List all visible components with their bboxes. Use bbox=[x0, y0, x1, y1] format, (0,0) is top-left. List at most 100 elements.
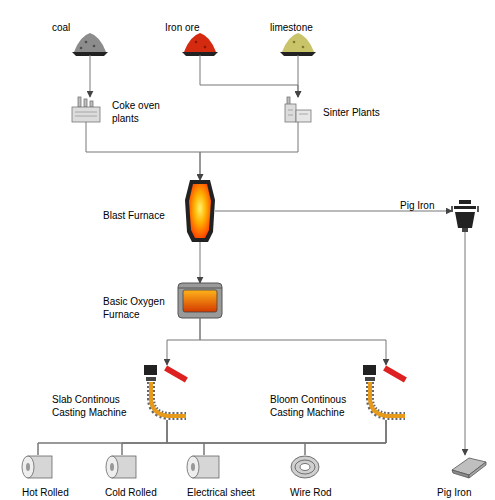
caster-rollers bbox=[151, 382, 186, 416]
flow-connector bbox=[122, 420, 386, 455]
ladle-icon bbox=[452, 200, 478, 232]
node-label: Blast Furnace bbox=[103, 209, 165, 222]
coil-end bbox=[106, 456, 118, 478]
flow-connector bbox=[167, 318, 200, 365]
plant-node: Bloom Continous Casting Machine bbox=[362, 365, 410, 420]
flow-connector bbox=[200, 122, 298, 180]
furnace-shell bbox=[185, 180, 215, 242]
hot-rolled-coil-icon bbox=[22, 456, 52, 478]
chimney bbox=[90, 101, 93, 107]
sinter-plant-icon bbox=[285, 97, 311, 122]
ladle-nozzle bbox=[462, 228, 468, 232]
pig-iron-ingot-icon bbox=[452, 458, 486, 478]
flow-connector bbox=[465, 232, 466, 455]
coke-oven-icon bbox=[72, 97, 100, 122]
plant-node: Cold Rolled bbox=[106, 455, 138, 479]
ingot-side bbox=[452, 470, 469, 478]
furnace-flame bbox=[189, 184, 211, 238]
plant-node: Hot Rolled bbox=[22, 455, 54, 479]
node-label: Bloom Continous Casting Machine bbox=[270, 393, 352, 419]
flow-connector bbox=[167, 420, 305, 455]
caster-strand bbox=[370, 382, 405, 416]
ingot-side bbox=[469, 462, 486, 478]
node-label: Electrical sheet bbox=[187, 486, 255, 499]
caster-strand bbox=[151, 382, 186, 416]
cold-rolled-coil-icon bbox=[106, 456, 136, 478]
building-lines bbox=[288, 110, 308, 115]
limestone-pile bbox=[280, 33, 316, 56]
coal-speck bbox=[93, 45, 96, 48]
caster-ladle bbox=[144, 365, 157, 375]
flow-connector bbox=[204, 420, 386, 455]
flow-connector bbox=[200, 55, 298, 97]
node-label: Iron ore bbox=[165, 21, 199, 34]
plant-node: Iron ore bbox=[184, 33, 216, 55]
flow-connector bbox=[38, 420, 167, 455]
caster-rollers bbox=[370, 382, 405, 416]
blast-furnace-icon bbox=[185, 180, 215, 242]
plant-node: Electrical sheet bbox=[187, 455, 221, 479]
flow-connector bbox=[298, 55, 299, 97]
iron-ore-pile bbox=[182, 33, 218, 56]
bloom-product bbox=[383, 365, 407, 382]
coal-pile bbox=[72, 33, 108, 56]
bof-melt bbox=[183, 290, 217, 312]
caster-ladle bbox=[363, 365, 376, 375]
slab-caster-icon bbox=[144, 365, 188, 416]
ladle-arms bbox=[452, 206, 478, 212]
node-label: limestone bbox=[270, 21, 313, 34]
flow-connector bbox=[167, 420, 204, 455]
coal-heap bbox=[74, 33, 106, 52]
node-label: coal bbox=[52, 21, 70, 34]
flow-connector bbox=[122, 420, 167, 455]
node-label: Cold Rolled bbox=[105, 486, 157, 499]
flow-connector bbox=[86, 122, 200, 180]
plant-node: Coke oven plants bbox=[72, 97, 100, 122]
ore-speck bbox=[195, 41, 198, 44]
building-lines bbox=[75, 112, 97, 116]
plant-building bbox=[72, 107, 100, 122]
flow-connector bbox=[200, 242, 201, 283]
coil-eye bbox=[110, 463, 114, 471]
ladle-bar bbox=[454, 206, 476, 209]
slab-product bbox=[164, 365, 188, 382]
node-label: Pig Iron bbox=[400, 199, 434, 212]
plant-node: coal bbox=[74, 33, 106, 55]
wire-coil-ring bbox=[295, 460, 315, 474]
ladle-hook bbox=[459, 200, 471, 204]
coil-end bbox=[22, 456, 34, 478]
coal-speck bbox=[85, 41, 88, 44]
limestone-heap bbox=[282, 33, 314, 52]
wire-coil-outer bbox=[291, 456, 319, 478]
plant-node: Sinter Plants bbox=[285, 97, 311, 122]
plant-node: limestone bbox=[282, 33, 314, 55]
limestone-speck bbox=[302, 46, 305, 49]
node-label: Slab Continous Casting Machine bbox=[52, 393, 134, 419]
coil-end bbox=[187, 456, 199, 478]
flow-connector bbox=[200, 318, 386, 365]
flow-connector bbox=[38, 420, 386, 455]
plant-node: Blast Furnace bbox=[185, 180, 215, 242]
plant-building bbox=[296, 110, 311, 122]
plant-node: Slab Continous Casting Machine bbox=[143, 365, 191, 420]
caster-tundish bbox=[365, 377, 375, 381]
plant-node: Pig Iron bbox=[452, 455, 486, 477]
node-label: Hot Rolled bbox=[22, 486, 69, 499]
electrical-sheet-coil-icon bbox=[187, 456, 219, 478]
limestone-speck bbox=[293, 41, 296, 44]
node-label: Coke oven plants bbox=[112, 99, 172, 125]
node-label: Wire Rod bbox=[290, 486, 332, 499]
caster-tundish bbox=[146, 377, 156, 381]
chimney bbox=[78, 97, 81, 107]
plant-node: Basic Oxygen Furnace bbox=[178, 283, 222, 318]
wire-rod-coil-icon bbox=[291, 456, 319, 478]
node-label: Sinter Plants bbox=[323, 106, 380, 119]
plant-building bbox=[285, 104, 296, 122]
ore-heap bbox=[184, 33, 216, 52]
flow-connector bbox=[90, 55, 91, 97]
node-label: Pig Iron bbox=[437, 486, 471, 499]
bof-icon bbox=[178, 283, 222, 318]
